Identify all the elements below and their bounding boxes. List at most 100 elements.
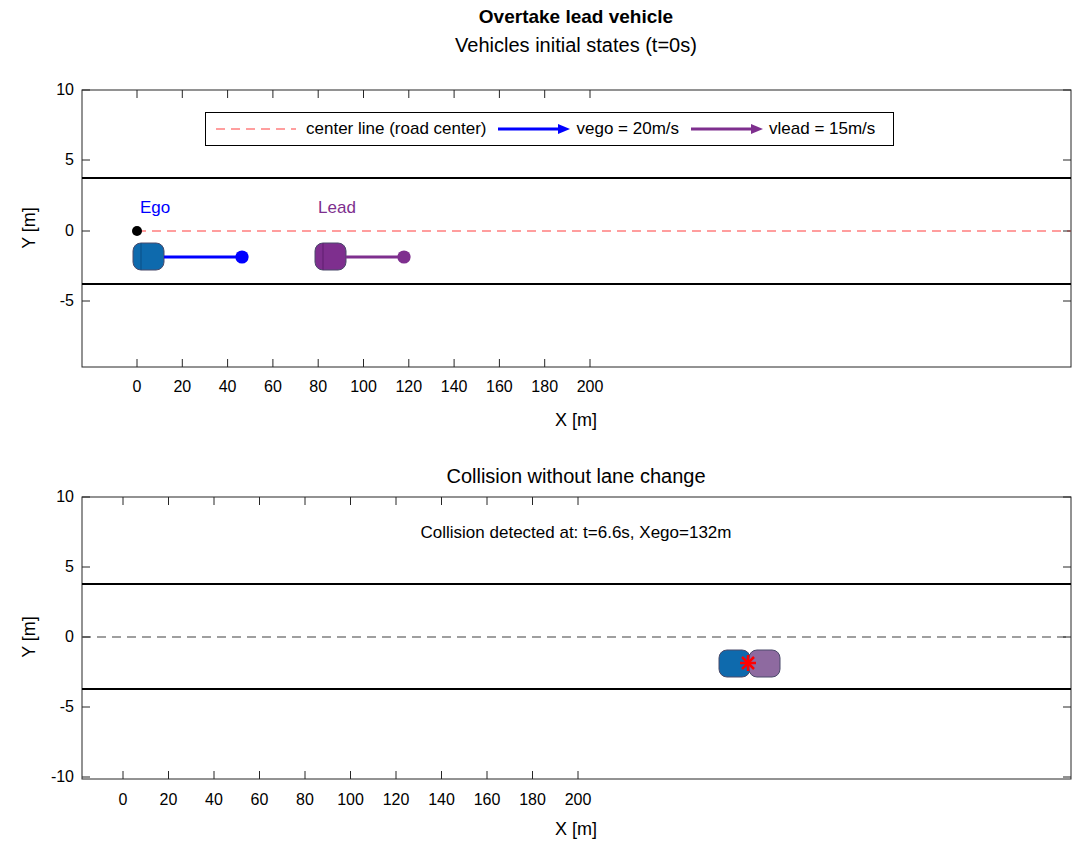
- velocity-arrow: [164, 256, 242, 259]
- tick-mark: [259, 771, 260, 779]
- center-line: [82, 636, 1071, 638]
- tick-label: 5: [65, 151, 74, 169]
- tick-mark: [82, 637, 90, 638]
- legend-arrow-sample: [689, 123, 765, 135]
- tick-mark: [350, 771, 351, 779]
- tick-mark: [454, 90, 455, 98]
- tick-label: 20: [160, 791, 178, 809]
- tick-label: 20: [173, 378, 191, 396]
- tick-mark: [182, 359, 183, 367]
- tick-label: -5: [60, 698, 74, 716]
- tick-mark: [227, 359, 228, 367]
- tick-mark: [318, 90, 319, 98]
- tick-label: 0: [65, 222, 74, 240]
- ego-car: [133, 243, 164, 270]
- tick-label: 100: [337, 791, 364, 809]
- road-edge: [82, 177, 1071, 179]
- tick-label: -10: [51, 768, 74, 786]
- vehicle-label: Lead: [318, 199, 356, 218]
- tick-label: 40: [219, 378, 237, 396]
- tick-mark: [1063, 301, 1071, 302]
- legend-arrow-sample: [496, 123, 572, 135]
- tick-mark: [487, 497, 488, 505]
- tick-label: 140: [428, 791, 455, 809]
- tick-label: 200: [577, 378, 604, 396]
- tick-mark: [408, 90, 409, 98]
- tick-label: 120: [383, 791, 410, 809]
- tick-mark: [396, 497, 397, 505]
- tick-mark: [544, 90, 545, 98]
- tick-label: 60: [264, 378, 282, 396]
- tick-label: -5: [60, 292, 74, 310]
- tick-mark: [1063, 231, 1071, 232]
- tick-label: 160: [474, 791, 501, 809]
- legend-box: center line (road center) vego = 20m/s v…: [205, 112, 894, 146]
- tick-mark: [82, 231, 90, 232]
- tick-mark: [1063, 777, 1071, 778]
- tick-mark: [1063, 707, 1071, 708]
- tick-label: 200: [565, 791, 592, 809]
- tick-mark: [544, 359, 545, 367]
- tick-mark: [123, 771, 124, 779]
- legend-line-sample: [214, 124, 298, 134]
- tick-label: 80: [309, 378, 327, 396]
- axis-label: X [m]: [555, 411, 597, 431]
- tick-mark: [305, 497, 306, 505]
- tick-mark: [499, 359, 500, 367]
- tick-mark: [532, 497, 533, 505]
- tick-mark: [1063, 637, 1071, 638]
- tick-mark: [82, 497, 90, 498]
- tick-mark: [363, 359, 364, 367]
- tick-mark: [350, 497, 351, 505]
- figure-title: Overtake lead vehicle: [479, 7, 673, 28]
- tick-mark: [272, 359, 273, 367]
- tick-mark: [1063, 497, 1071, 498]
- tick-mark: [82, 160, 90, 161]
- vehicle-label: Ego: [140, 199, 170, 218]
- tick-mark: [441, 497, 442, 505]
- tick-label: 160: [486, 378, 513, 396]
- subplot-title: Collision without lane change: [446, 465, 705, 487]
- subplot-title: Vehicles initial states (t=0s): [455, 34, 697, 56]
- center-line: [137, 230, 1071, 232]
- road-edge: [82, 688, 1071, 690]
- tick-mark: [82, 90, 90, 91]
- origin-dot: [132, 226, 142, 236]
- tick-mark: [82, 777, 90, 778]
- tick-label: 180: [531, 378, 558, 396]
- tick-mark: [214, 771, 215, 779]
- tick-mark: [82, 707, 90, 708]
- tick-mark: [487, 771, 488, 779]
- tick-mark: [396, 771, 397, 779]
- axes-box: [82, 497, 1071, 779]
- tick-mark: [578, 771, 579, 779]
- tick-mark: [123, 497, 124, 505]
- tick-mark: [82, 567, 90, 568]
- tick-mark: [272, 90, 273, 98]
- tick-mark: [363, 90, 364, 98]
- tick-mark: [532, 771, 533, 779]
- tick-mark: [441, 771, 442, 779]
- tick-mark: [1063, 90, 1071, 91]
- tick-label: 10: [56, 81, 74, 99]
- tick-label: 180: [519, 791, 546, 809]
- tick-mark: [182, 90, 183, 98]
- tick-mark: [168, 771, 169, 779]
- tick-label: 0: [65, 628, 74, 646]
- axis-label: Y [m]: [20, 616, 40, 658]
- tick-mark: [82, 301, 90, 302]
- road-edge: [82, 283, 1071, 285]
- legend-text: vego = 20m/s: [576, 119, 679, 139]
- tick-label: 5: [65, 558, 74, 576]
- tick-mark: [227, 90, 228, 98]
- lead-car: [315, 243, 346, 270]
- legend-text: vlead = 15m/s: [769, 119, 875, 139]
- tick-mark: [1063, 160, 1071, 161]
- tick-mark: [137, 90, 138, 98]
- tick-label: 60: [251, 791, 269, 809]
- tick-mark: [168, 497, 169, 505]
- tick-mark: [590, 90, 591, 98]
- axes-box: [82, 90, 1071, 367]
- tick-mark: [408, 359, 409, 367]
- tick-mark: [590, 359, 591, 367]
